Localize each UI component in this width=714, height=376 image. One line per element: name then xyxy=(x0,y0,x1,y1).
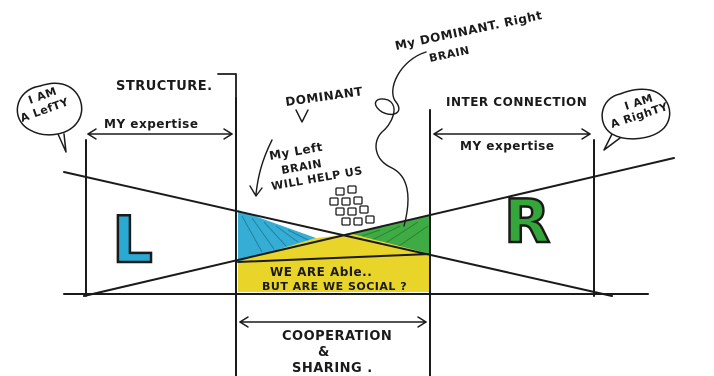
big-letter-l: L xyxy=(112,204,153,278)
cooperation-label: COOPERATION xyxy=(282,329,392,344)
able-label: WE ARE Able.. xyxy=(270,265,372,279)
cooperation-arrow xyxy=(240,317,426,327)
social-label: BUT ARE WE SOCIAL ? xyxy=(262,280,407,293)
right-brain-label-2: BRAIN xyxy=(428,44,471,65)
people-squares xyxy=(330,186,374,225)
ampersand-label: & xyxy=(318,345,330,360)
structure-bracket xyxy=(218,74,236,98)
right-expertise-label: MY expertise xyxy=(460,139,554,153)
left-expertise-label: MY expertise xyxy=(104,117,198,131)
right-expertise-arrow xyxy=(434,129,590,139)
right-brain-squiggle-pointer xyxy=(375,52,426,226)
dominant-label: DOMINANT xyxy=(284,84,364,109)
interconnection-label: INTER CONNECTION xyxy=(446,95,587,109)
structure-label: STRUCTURE. xyxy=(116,79,213,94)
big-letter-r: R xyxy=(504,187,550,257)
sharing-label: SHARING . xyxy=(292,361,373,376)
dominant-v-mark xyxy=(296,110,308,122)
